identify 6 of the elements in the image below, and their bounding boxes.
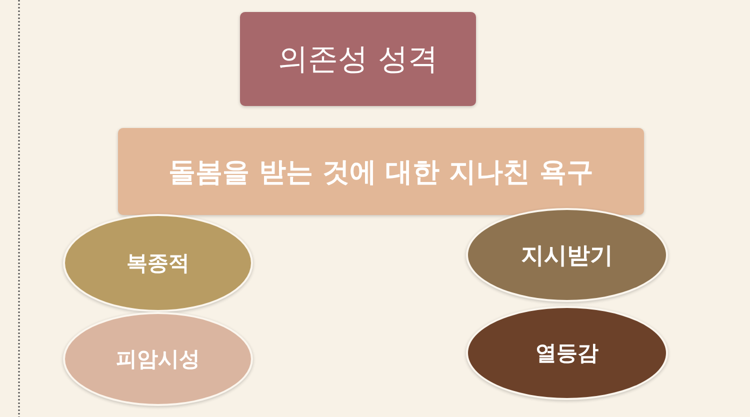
title-box: 의존성 성격 [240, 12, 476, 106]
trait-ellipse: 피암시성 [63, 312, 253, 406]
trait-ellipse: 복종적 [63, 214, 253, 312]
trait-ellipse: 열등감 [466, 306, 668, 400]
heading-box: 돌봄을 받는 것에 대한 지나친 욕구 [118, 128, 644, 215]
trait-ellipse: 지시받기 [466, 208, 668, 302]
